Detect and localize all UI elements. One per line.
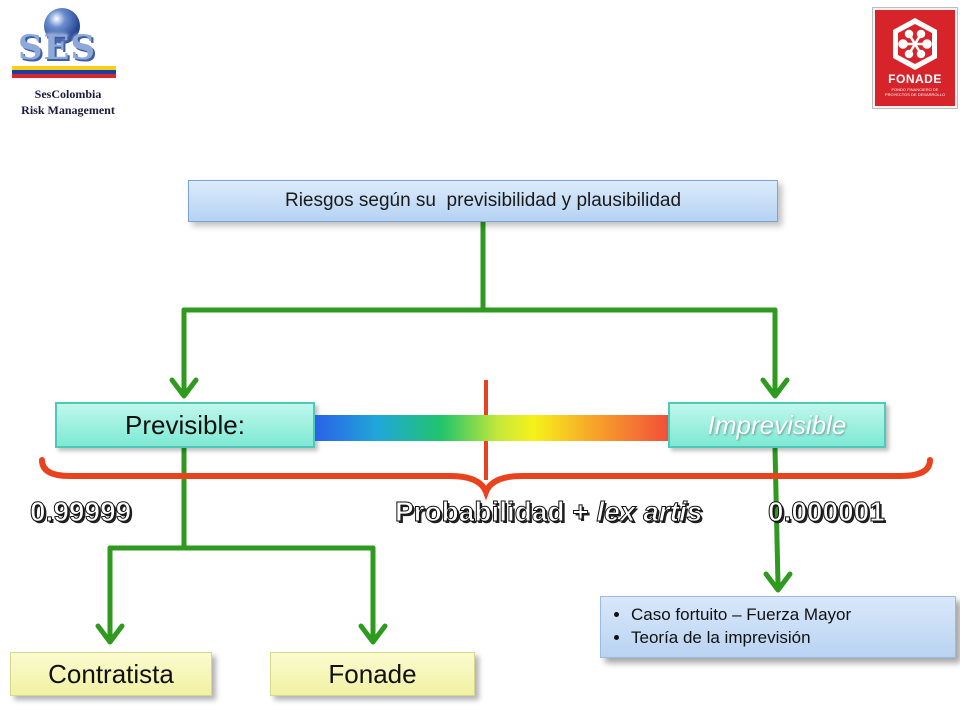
- contratista-node-box: Contratista: [10, 652, 212, 696]
- scale-center-label: Probabilidad + lex artis: [394, 496, 703, 528]
- arrowhead-bullets: [763, 571, 793, 593]
- tree-connectors: [95, 219, 793, 645]
- imprevisible-node-box: Imprevisible: [668, 402, 886, 448]
- colombia-flag-stripes: [12, 66, 116, 82]
- fonade-logo: FONADE Fondo Financiero de Proyectos de …: [873, 8, 957, 108]
- arrowhead-previsible: [169, 377, 199, 399]
- flag-stripe-blue: [12, 70, 116, 74]
- imprevisible-detail-box: Caso fortuito – Fuerza Mayor Teoría de l…: [600, 596, 956, 658]
- scale-right-value: 0.000001: [768, 496, 886, 528]
- fonade-logo-name: FONADE: [888, 72, 942, 86]
- scale-center-label-plain: Probabilidad +: [394, 496, 597, 528]
- imprevisible-detail-list: Caso fortuito – Fuerza Mayor Teoría de l…: [615, 603, 947, 649]
- arrowhead-contratista: [95, 623, 125, 645]
- ses-caption-line1: SesColombia: [34, 87, 102, 101]
- ses-caption: SesColombia Risk Management: [0, 86, 136, 118]
- flag-stripe-red: [12, 74, 116, 78]
- ses-wordmark: SES: [18, 28, 97, 68]
- ses-caption-line2: Risk Management: [21, 103, 115, 117]
- imprevisible-node-label: Imprevisible: [707, 409, 847, 440]
- root-node-box: Riesgos según su previsibilidad y plausi…: [188, 180, 778, 222]
- ses-colombia-logo: SES SesColombia Risk Management: [4, 4, 132, 124]
- probability-gradient-bar: [315, 415, 668, 441]
- arrowhead-fonade: [358, 623, 388, 645]
- previsible-node-label: Previsible:: [125, 409, 245, 440]
- scale-left-value: 0.99999: [29, 496, 132, 528]
- list-item: Caso fortuito – Fuerza Mayor: [631, 603, 947, 626]
- fonade-node-label: Fonade: [328, 658, 417, 689]
- root-node-label: Riesgos según su previsibilidad y plausi…: [284, 190, 682, 211]
- scale-brace: [39, 457, 933, 501]
- flag-stripe-yellow: [12, 66, 116, 70]
- arrowhead-imprevisible: [760, 377, 790, 399]
- fonade-node-box: Fonade: [270, 652, 475, 696]
- scale-center-label-italic: lex artis: [596, 496, 703, 528]
- fonade-network-icon: [893, 18, 937, 70]
- fonade-logo-subtitle: Fondo Financiero de Proyectos de Desarro…: [884, 87, 946, 97]
- imprevisible-stem: [772, 445, 781, 587]
- list-item: Teoría de la imprevisión: [631, 626, 947, 649]
- previsible-node-box: Previsible:: [55, 402, 315, 448]
- globe-icon: [44, 8, 80, 44]
- contratista-node-label: Contratista: [48, 658, 174, 689]
